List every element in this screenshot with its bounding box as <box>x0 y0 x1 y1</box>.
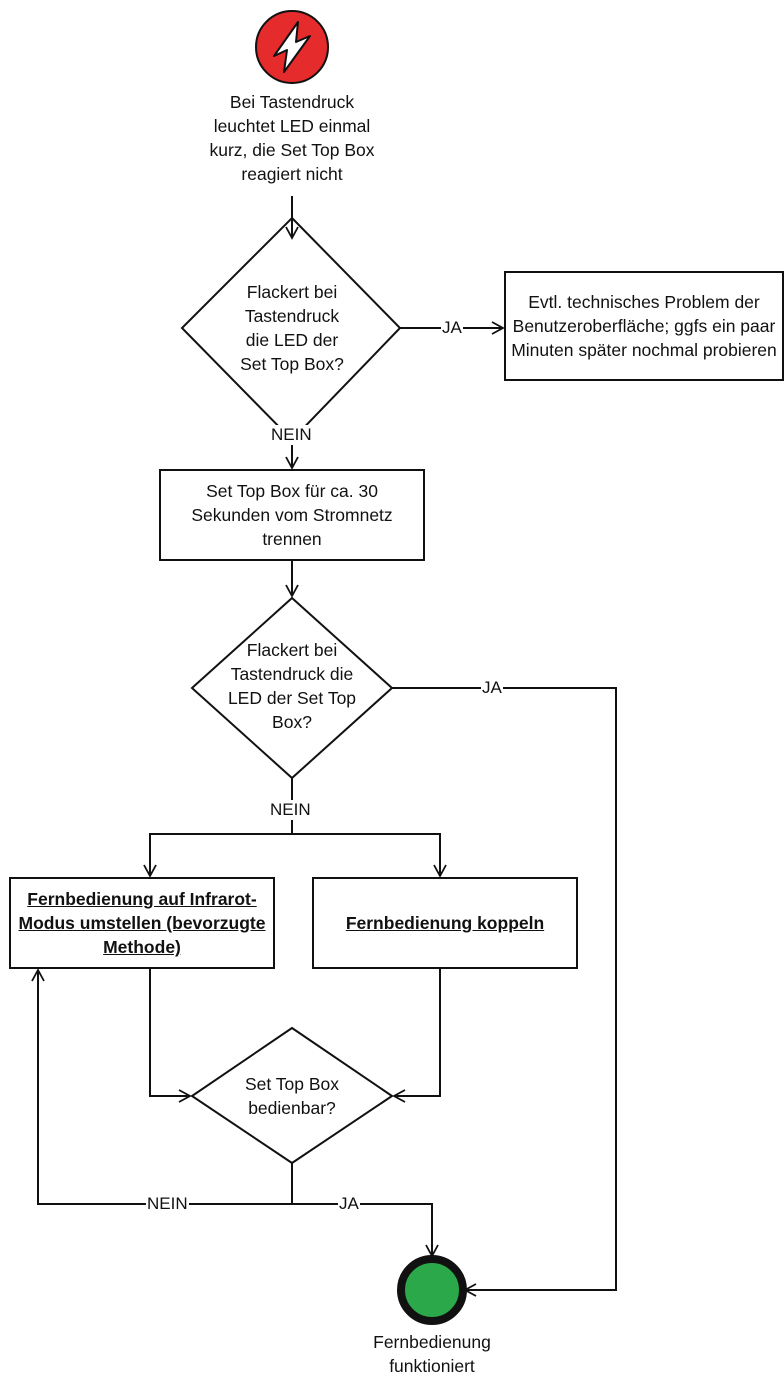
label-ja-decision1: JA <box>441 318 463 338</box>
arrow-split-to-ir <box>143 833 292 878</box>
arrow-pair-to-decision3 <box>392 968 441 1103</box>
decision2-text: Flackert bei Tastendruck die LED der Set… <box>227 640 357 732</box>
option-ir-box <box>9 877 275 969</box>
label-nein-decision3: NEIN <box>146 1194 189 1214</box>
process1-text: Set Top Box für ca. 30 Sekunden vom Stro… <box>191 481 393 549</box>
decision1-text: Flackert bei Tastendruck die LED der Set… <box>240 282 344 374</box>
arrow-split-to-pair <box>292 833 447 878</box>
end-node <box>397 1255 467 1325</box>
lightning-bolt-icon <box>273 21 311 73</box>
arrow-decision2-yes-to-end <box>392 687 617 1297</box>
start-text: Bei Tastendruck leuchtet LED einmal kurz… <box>209 92 375 184</box>
label-nein-decision1: NEIN <box>270 425 313 445</box>
result1-text: Evtl. technisches Problem der Benutzerob… <box>511 292 777 360</box>
label-ja-decision2: JA <box>481 678 503 698</box>
end-text: Fernbedienung funktioniert <box>373 1332 491 1376</box>
process1-box <box>159 469 425 561</box>
arrow-decision3-yes-to-end <box>292 1203 439 1258</box>
decision3-text: Set Top Box bedienbar? <box>244 1074 340 1118</box>
arrow-ir-to-decision3 <box>149 968 192 1103</box>
option-pair-text: Fernbedienung koppeln <box>345 913 545 933</box>
label-ja-decision3: JA <box>338 1194 360 1214</box>
result1-box <box>504 271 784 381</box>
start-node <box>255 10 329 84</box>
option-ir-text: Fernbedienung auf Infrarot-Modus umstell… <box>18 889 266 957</box>
arrow-decision3-no-to-ir <box>31 968 292 1205</box>
end-circle <box>397 1255 467 1325</box>
label-nein-decision2: NEIN <box>269 800 312 820</box>
option-pair-box <box>312 877 578 969</box>
